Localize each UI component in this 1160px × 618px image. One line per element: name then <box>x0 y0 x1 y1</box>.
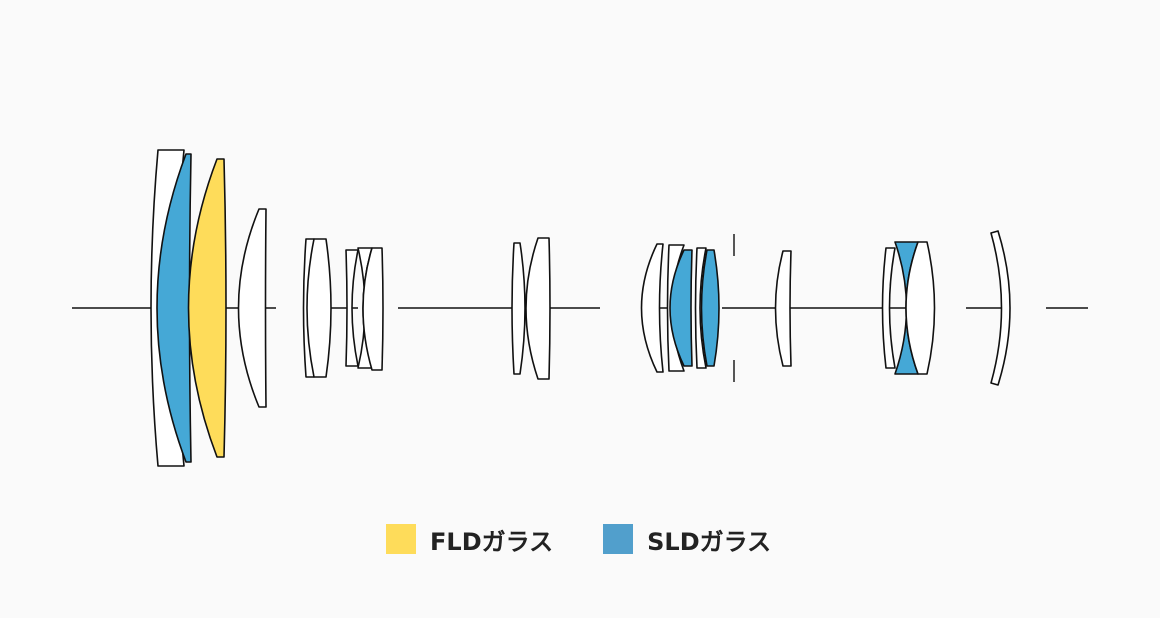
lens-element-plain <box>237 208 267 408</box>
lens-group-5 <box>774 250 792 367</box>
lens-element-plain <box>306 238 332 378</box>
lens-element-sld <box>669 249 693 367</box>
lens-element-plain <box>525 237 551 380</box>
lens-element-plain <box>990 230 1011 386</box>
lens-element-plain <box>362 247 384 371</box>
fld-swatch <box>386 524 416 554</box>
lens-element-plain <box>640 243 664 373</box>
lens-group-6 <box>881 241 936 375</box>
legend-label-fld: FLDガラス <box>430 527 554 556</box>
lens-group-1 <box>150 149 267 467</box>
sld-swatch <box>603 524 634 554</box>
lens-group-2 <box>302 238 384 378</box>
lens-element-fld <box>187 158 227 458</box>
lens-group-4 <box>640 243 720 373</box>
legend-item-sld: SLDガラス <box>603 522 771 557</box>
lens-group-7 <box>990 230 1011 386</box>
legend-item-fld: FLDガラス <box>386 522 553 557</box>
lens-element-plain <box>905 241 936 375</box>
lens-element-plain <box>881 247 896 369</box>
legend: FLDガラス SLDガラス <box>386 522 771 556</box>
legend-label-sld: SLDガラス <box>647 527 772 556</box>
lens-element-sld <box>700 249 720 367</box>
lens-element-plain <box>511 242 526 375</box>
lens-element-plain <box>774 250 792 367</box>
lens-group-3 <box>511 237 551 380</box>
lens-element-plain <box>694 247 707 369</box>
lens-element-sld <box>156 153 192 463</box>
